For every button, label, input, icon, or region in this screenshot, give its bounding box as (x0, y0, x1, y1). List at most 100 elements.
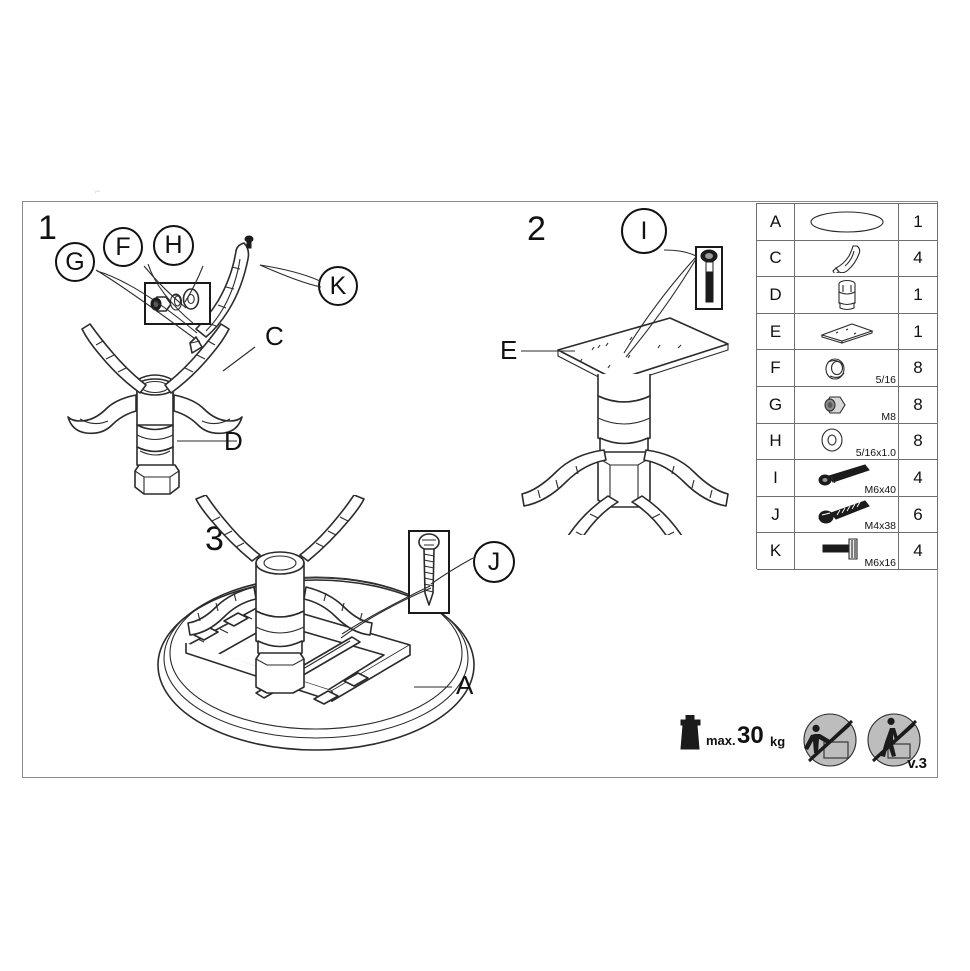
flat-washer-icon (820, 428, 843, 452)
part-code: J (757, 496, 795, 533)
table-row: F 5/16 8 (757, 350, 937, 387)
callout-label-j: J (487, 547, 501, 576)
step-1-number: 1 (38, 209, 57, 247)
table-row: J M4x38 6 (757, 496, 937, 534)
callout-label-k: K (329, 271, 347, 300)
bolt-i-detail-icon (700, 249, 718, 303)
table-row: K M6x16 4 (757, 533, 937, 570)
no-standing-on-furniture-icon (867, 713, 921, 767)
column-tube-icon (837, 279, 856, 311)
version-label: v.3 (907, 755, 927, 772)
part-spec: M6x40 (864, 483, 896, 496)
hex-bolt-icon (818, 464, 870, 486)
callout-balloon-f[interactable]: F (103, 227, 143, 267)
part-code: K (757, 533, 795, 569)
hex-nut-icon (823, 396, 846, 414)
curved-leg-icon (831, 245, 860, 274)
table-row: D 1 (757, 277, 937, 314)
step-2-number: 2 (527, 210, 546, 248)
part-spec: M4x38 (864, 520, 896, 533)
callout-balloon-k[interactable]: K (318, 266, 358, 306)
max-text: max. (706, 733, 736, 748)
part-quantity: 4 (913, 541, 923, 561)
mounting-plate-icon (819, 322, 874, 344)
part-code: D (757, 277, 795, 313)
part-code: E (757, 313, 795, 350)
oval-tabletop-icon (809, 211, 884, 233)
part-quantity: 8 (913, 431, 923, 451)
leg-set (521, 449, 729, 535)
part-quantity: 1 (913, 321, 923, 341)
flange-bolt-icon (822, 538, 858, 560)
spring-washer-icon (824, 358, 845, 380)
part-code: G (757, 386, 795, 423)
part-image-cell (795, 204, 899, 240)
part-quantity: 1 (913, 211, 923, 231)
step-3-leader-lines (340, 557, 474, 639)
no-leaning-on-furniture-icon (803, 713, 857, 767)
part-image-cell: M6x16 (795, 533, 899, 569)
step-3-illustration (157, 495, 475, 751)
part-image-cell: 5/16 (795, 350, 899, 386)
loose-leg-part-c (189, 235, 254, 354)
part-quantity: 6 (913, 504, 923, 524)
callout-label-h: H (164, 231, 183, 259)
weight-unit: kg (770, 734, 786, 749)
callout-balloon-j[interactable]: J (473, 541, 515, 583)
leg-hub (67, 394, 243, 435)
callout-balloon-i[interactable]: I (621, 208, 667, 254)
leader-line-a (414, 686, 452, 688)
table-row: E 1 (757, 313, 937, 351)
screw-j-detail-icon (418, 533, 440, 606)
part-image-cell (795, 240, 899, 277)
part-image-cell: M6x40 (795, 460, 899, 496)
part-image-cell: M8 (795, 386, 899, 423)
flat-washer-h-icon (182, 288, 200, 310)
column-assembly (597, 374, 651, 508)
part-quantity: 8 (913, 394, 923, 414)
installed-leg-right (164, 323, 230, 394)
table-row: I M6x40 4 (757, 460, 937, 497)
part-quantity: 8 (913, 358, 923, 378)
step-1-leader-lines (95, 263, 322, 442)
callout-label-f: F (115, 232, 131, 261)
part-label-c: C (265, 321, 284, 351)
callout-balloon-h[interactable]: H (153, 225, 194, 266)
part-code: C (757, 240, 795, 277)
table-row: C 4 (757, 240, 937, 278)
wood-screw-icon (818, 500, 870, 524)
table-row: G M8 8 (757, 386, 937, 424)
part-spec: M6x16 (864, 556, 896, 569)
part-spec: 5/16 (875, 373, 896, 386)
part-image-cell: M4x38 (795, 496, 899, 533)
part-label-e: E (500, 335, 518, 365)
part-spec: M8 (881, 410, 896, 423)
callout-balloon-g[interactable]: G (55, 242, 95, 282)
step-1-illustration (67, 235, 254, 495)
table-row: H 5/16x1.0 8 (757, 423, 937, 461)
part-quantity: 1 (913, 284, 923, 304)
part-quantity: 4 (913, 248, 923, 268)
part-image-cell (795, 277, 899, 313)
part-label-a: A (456, 670, 474, 700)
table-row: A 1 (757, 204, 937, 241)
part-image-cell: 5/16x1.0 (795, 423, 899, 460)
leader-line-e (521, 350, 575, 352)
part-image-cell (795, 313, 899, 350)
part-code: F (757, 350, 795, 386)
footer-warnings: max. 30 kg v.3 (680, 712, 935, 774)
part-code: A (757, 204, 795, 240)
column-with-legs (187, 495, 373, 694)
part-code: H (757, 423, 795, 460)
scan-artifact: ⌐ (95, 186, 100, 196)
installed-leg-left (81, 323, 147, 394)
parts-table: A 1 C 4 D (756, 203, 938, 570)
column-part-d (134, 374, 180, 495)
part-spec: 5/16x1.0 (855, 447, 896, 460)
callout-label-g: G (65, 247, 85, 276)
step-2-illustration (521, 317, 729, 535)
max-weight-value: 30 (737, 722, 764, 749)
callout-label-i: I (640, 216, 648, 245)
step-2-leader-lines (623, 249, 697, 358)
